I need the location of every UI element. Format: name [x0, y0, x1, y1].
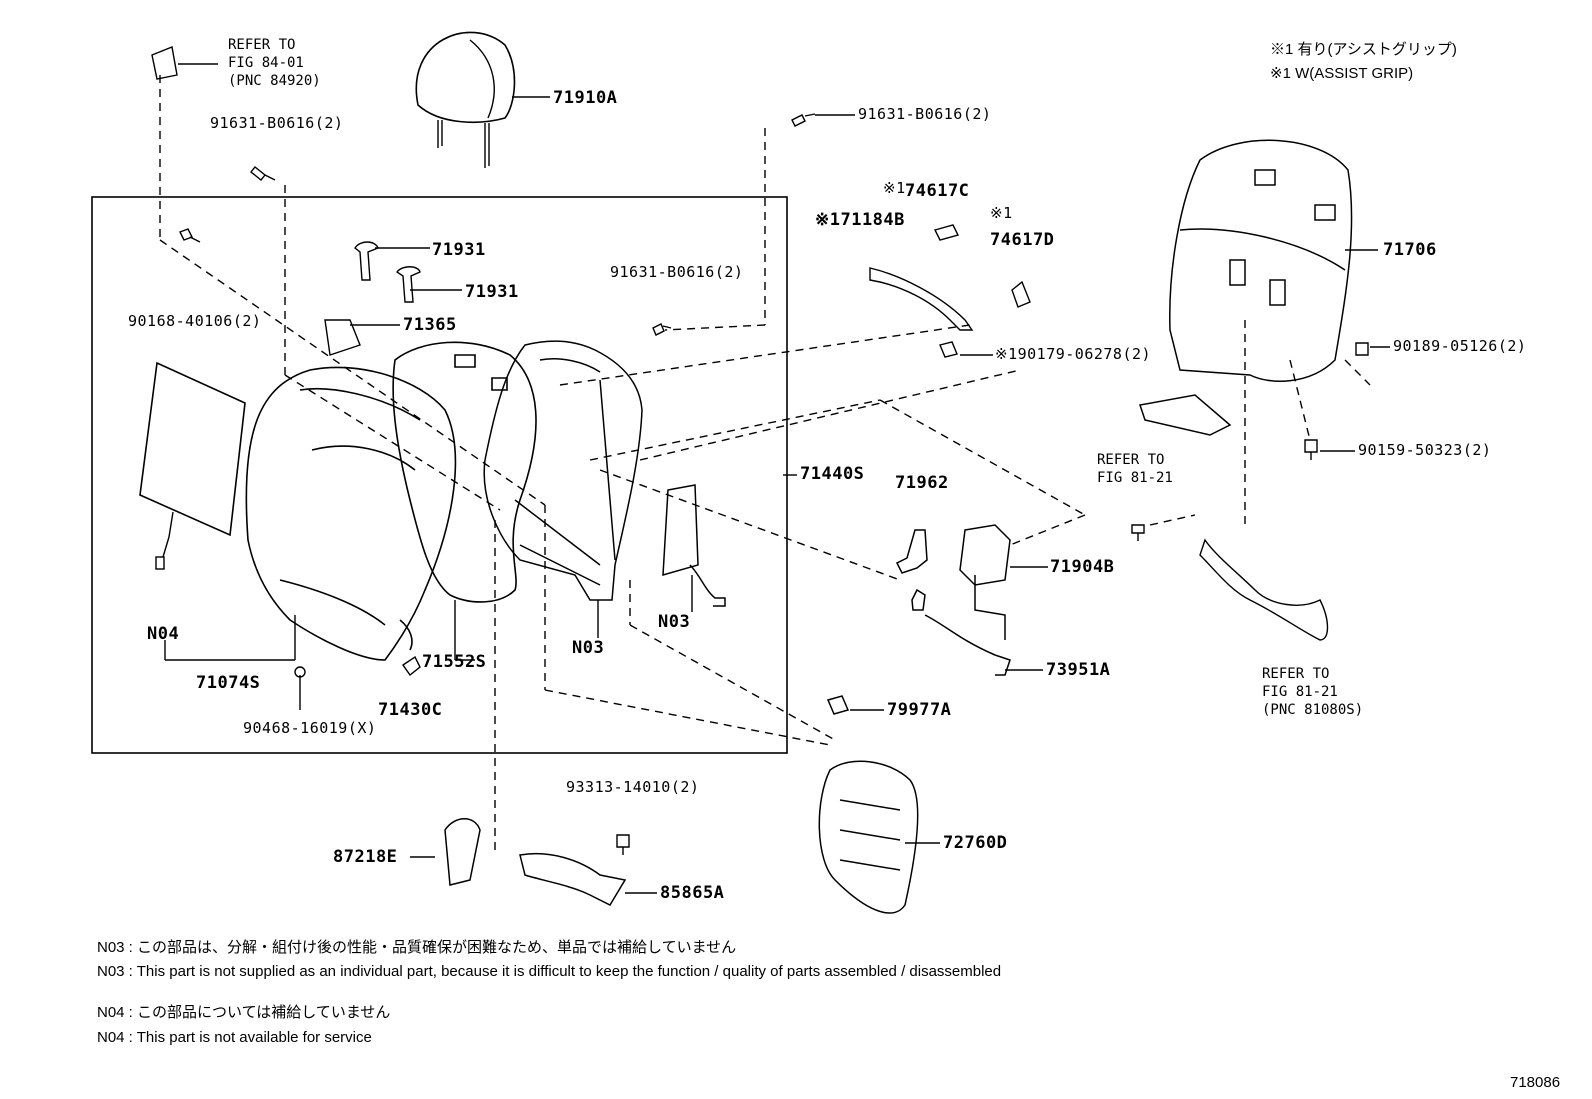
part-90168[interactable]: 90168-40106(2) [128, 312, 262, 330]
seatback-board-drawing [1139, 139, 1353, 436]
part-71552S[interactable]: 71552S [422, 652, 487, 672]
seatback-frame-drawing [483, 340, 643, 601]
part-N04[interactable]: N04 [147, 624, 180, 644]
part-74617D[interactable]: 74617D [990, 230, 1055, 250]
part-72760D[interactable]: 72760D [943, 833, 1008, 853]
part-71931-a[interactable]: 71931 [432, 240, 486, 260]
part-71706[interactable]: 71706 [1383, 240, 1437, 260]
legend-line-jp: ※1 有り(アシストグリップ) [1270, 41, 1457, 58]
part-N03-frame[interactable]: N03 [572, 638, 605, 658]
part-90189[interactable]: 90189-05126(2) [1393, 337, 1527, 355]
part-71904B[interactable]: 71904B [1050, 557, 1115, 577]
seatback-pad-drawing [392, 341, 537, 603]
headrest-guide-drawing [324, 241, 421, 356]
part-71430C[interactable]: 71430C [378, 700, 443, 720]
lumbar-support-drawing [818, 695, 919, 914]
part-93313[interactable]: 93313-14010(2) [566, 778, 700, 796]
note-n04-en: N04 : This part is not available for ser… [97, 1029, 372, 1046]
part-90179[interactable]: ※190179-06278(2) [995, 345, 1152, 363]
clip-drawing [151, 46, 178, 80]
recliner-motor-drawing [895, 524, 1011, 676]
leader-lines [164, 114, 1390, 894]
part-71962[interactable]: 71962 [895, 473, 949, 493]
part-73951A[interactable]: 73951A [1046, 660, 1111, 680]
part-71931-b[interactable]: 71931 [465, 282, 519, 302]
note-n03-en: N03 : This part is not supplied as an in… [97, 963, 1002, 980]
part-71910A[interactable]: 71910A [553, 88, 618, 108]
note-n04-jp: N04 : この部品については補給していません [97, 1004, 391, 1021]
seat-pad-drawing [139, 361, 246, 570]
part-85865A[interactable]: 85865A [660, 883, 725, 903]
part-91631-mid[interactable]: 91631-B0616(2) [610, 263, 744, 281]
mark-74617C: ※1 [883, 179, 906, 197]
part-90159[interactable]: 90159-50323(2) [1358, 441, 1492, 459]
mark-74617D: ※1 [990, 204, 1013, 222]
refer-to-fig-84-01[interactable]: REFER TO FIG 84-01 (PNC 84920) [228, 37, 321, 89]
part-71074S[interactable]: 71074S [196, 673, 261, 693]
airbag-module-drawing [662, 484, 726, 607]
part-79977A[interactable]: 79977A [887, 700, 952, 720]
part-71365[interactable]: 71365 [403, 315, 457, 335]
part-90468[interactable]: 90468-16019(X) [243, 719, 377, 737]
part-91631-top[interactable]: 91631-B0616(2) [210, 114, 344, 132]
headrest-drawing [415, 31, 550, 168]
part-71440S[interactable]: 71440S [800, 464, 865, 484]
figure-number: 718086 [1510, 1074, 1561, 1091]
bolt-icons [179, 113, 1369, 855]
part-71184B[interactable]: ※171184B [815, 210, 905, 230]
part-74617C[interactable]: 74617C [905, 181, 970, 201]
clip-71430c-drawing [402, 655, 421, 677]
note-n03-jp: N03 : この部品は、分解・組付け後の性能・品質確保が困難なため、単品では補給… [97, 939, 737, 956]
legend-line-en: ※1 W(ASSIST GRIP) [1270, 65, 1414, 82]
seatback-cover-drawing [245, 366, 457, 661]
air-duct-drawing [444, 818, 627, 906]
wire-harness-drawing [1199, 538, 1329, 641]
part-91631-right[interactable]: 91631-B0616(2) [858, 105, 992, 123]
assist-grip-drawing [869, 224, 1031, 358]
clip-90468-drawing [294, 666, 306, 678]
refer-to-fig-81-21-a[interactable]: REFER TO FIG 81-21 [1097, 452, 1173, 486]
dashed-guides [159, 75, 1371, 855]
part-87218E[interactable]: 87218E [333, 847, 398, 867]
refer-to-fig-81-21-b[interactable]: REFER TO FIG 81-21 (PNC 81080S) [1262, 666, 1364, 718]
part-N03-airbag[interactable]: N03 [658, 612, 691, 632]
